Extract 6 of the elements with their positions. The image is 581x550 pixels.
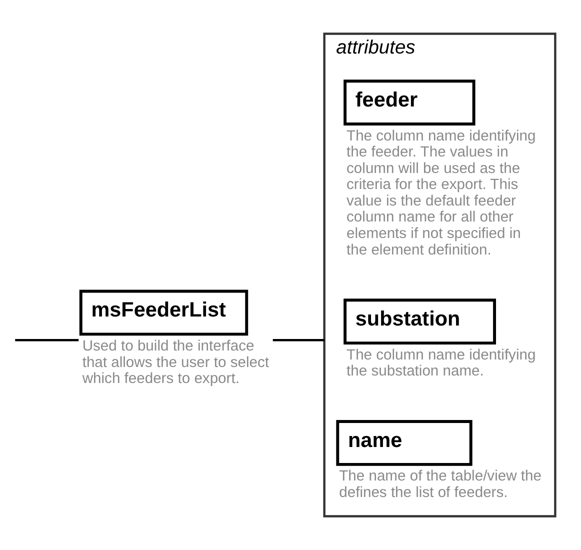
connector — [272, 339, 324, 342]
connector — [15, 339, 79, 342]
node-label: Used to build the interface that allows the user to select which feeders to export. — [82, 338, 270, 388]
node-label: The column name identifying the substation name. — [346, 347, 536, 380]
node-label: The column name identifying the feeder. The values in column will be used as the criteria for the export. This value is the default feeder column name for all other elements if not specified in the element definition. — [346, 128, 536, 258]
node-label: The name of the table/view the defines the list of feeders. — [339, 468, 542, 501]
